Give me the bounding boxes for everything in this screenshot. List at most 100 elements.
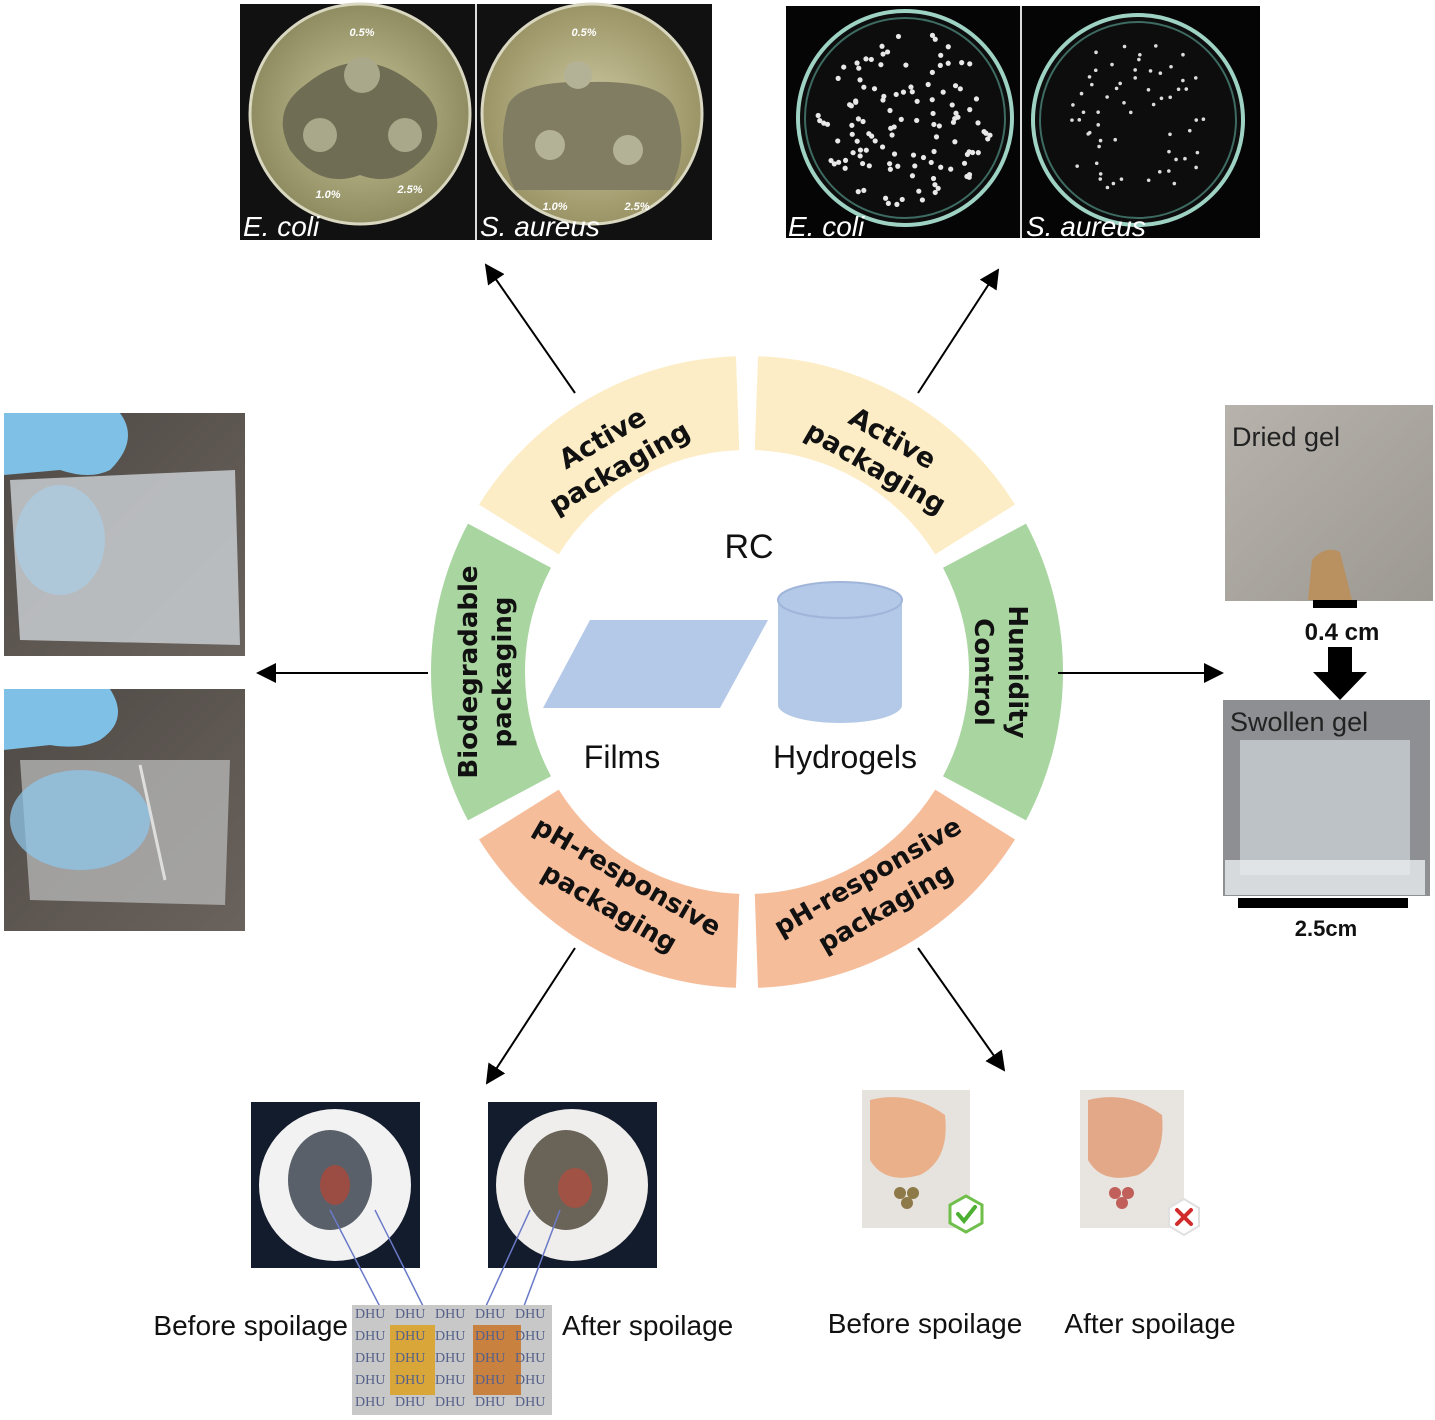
colony-dot (967, 61, 973, 67)
colony-dot (891, 151, 898, 157)
conc-label-2-5-right: 2.5% (623, 201, 649, 213)
gel-photo-panel: Dried gel 0.4 cm Swollen gel 2.5cm (1223, 405, 1433, 941)
colony-dot (1187, 128, 1192, 133)
segment-ph-responsive-left (479, 789, 740, 988)
colony-dot (866, 131, 872, 137)
colony-dot (981, 129, 987, 135)
colony-dot (863, 56, 869, 62)
colony-dot (1146, 178, 1151, 183)
colony-dot (961, 160, 968, 166)
colony-dot (1181, 78, 1185, 83)
conc-label-2-5-left: 2.5% (396, 184, 422, 196)
species-label-saureus-inhibition: S. aureus (480, 211, 600, 242)
colony-dot (930, 175, 937, 182)
colony-dot (932, 182, 938, 188)
colony-dot (953, 110, 959, 116)
colony-dot (966, 171, 973, 178)
colony-dot (931, 148, 937, 155)
dhu-text: DHU (395, 1351, 425, 1366)
segment-ring (430, 356, 1063, 988)
swollen-gel-label: Swollen gel (1230, 707, 1368, 737)
colony-dot (1098, 177, 1103, 181)
biodegradable-label: Biodegradable packaging (454, 565, 518, 778)
conc-label-0-5-right: 0.5% (571, 27, 596, 39)
colony-dot (1194, 118, 1199, 122)
colony-dot (910, 152, 917, 158)
colony-dot (919, 197, 925, 203)
colony-dot (908, 84, 914, 90)
conc-label-1-0-right: 1.0% (542, 201, 567, 213)
colony-dot (1159, 96, 1164, 101)
colony-dot (930, 110, 936, 117)
colony-dot (1195, 150, 1200, 155)
colony-dot (887, 107, 893, 114)
colony-dot (1075, 164, 1079, 168)
svg-text:packaging: packaging (488, 596, 518, 747)
colony-dot (842, 157, 849, 164)
colony-dot (817, 118, 823, 124)
colony-dot (899, 196, 905, 203)
colony-dot (1158, 71, 1163, 76)
colony-dot (842, 165, 848, 171)
colony-dot (887, 161, 893, 167)
swelling-arrow (1313, 647, 1367, 700)
check-icon (948, 1194, 984, 1234)
colony-dot (1122, 44, 1127, 49)
colony-dot (1201, 117, 1206, 122)
dhu-text: DHU (475, 1373, 505, 1388)
hydrogel-cylinder (777, 581, 903, 723)
colony-dot (828, 157, 834, 164)
dhu-text: DHU (475, 1351, 505, 1366)
segment-ph-responsive-right (754, 789, 1015, 988)
colony-dot (868, 56, 874, 63)
colony-dot (1111, 181, 1116, 186)
colony-dot (1077, 118, 1082, 122)
colony-dot (1098, 172, 1103, 176)
colony-dot (957, 86, 963, 92)
dhu-text: DHU (435, 1373, 465, 1388)
colony-dot (1172, 181, 1177, 186)
colony-dot (1138, 52, 1142, 57)
colony-dot (855, 116, 862, 122)
colony-dot (903, 62, 909, 68)
colony-dot (884, 49, 891, 55)
dhu-text: DHU (475, 1395, 505, 1410)
colony-dot (1070, 118, 1074, 122)
colony-dot (928, 159, 934, 166)
colony-dot (940, 89, 946, 95)
colony-dot (1137, 57, 1141, 62)
colony-dot (857, 147, 864, 153)
colonies-ecoli (815, 32, 993, 207)
colony-dot (831, 161, 837, 167)
swollen-gel-size: 2.5cm (1295, 916, 1357, 941)
colony-dot (895, 163, 901, 169)
colony-dot (856, 65, 862, 71)
colony-dot (1087, 75, 1092, 79)
colony-dot (1184, 87, 1189, 91)
dhu-text: DHU (395, 1307, 425, 1322)
glove-bottom (4, 689, 118, 750)
arrow-to-inhibition (484, 263, 576, 394)
colony-dot (1119, 177, 1124, 181)
species-label-ecoli-inhibition: E. coli (243, 211, 320, 242)
dhu-text: DHU (395, 1395, 425, 1410)
indicator-after (473, 1325, 521, 1395)
colony-dot (937, 62, 943, 69)
colony-dot (835, 138, 841, 144)
dhu-text: DHU (515, 1351, 545, 1366)
arrow-to-shrimp (485, 947, 576, 1085)
colony-dot (932, 189, 938, 196)
inhibition-zone-panel: 0.5% 1.0% 2.5% 0.5% 1.0% 2.5% E. coli S.… (240, 2, 712, 242)
colony-dot (945, 44, 951, 50)
colony-dot (849, 122, 855, 128)
colony-dot (936, 123, 942, 129)
colony-dot (1181, 52, 1185, 57)
dhu-text: DHU (435, 1395, 465, 1410)
meat-panel: Before spoilage After spoilage (828, 1090, 1236, 1339)
colony-dot (900, 89, 907, 95)
colony-count-panel: E. coli S. aureus (786, 6, 1260, 242)
dried-gel-scale-bar (1313, 600, 1357, 608)
colony-dot (857, 153, 863, 159)
colony-dot (1133, 76, 1138, 80)
films-label: Films (584, 739, 660, 775)
